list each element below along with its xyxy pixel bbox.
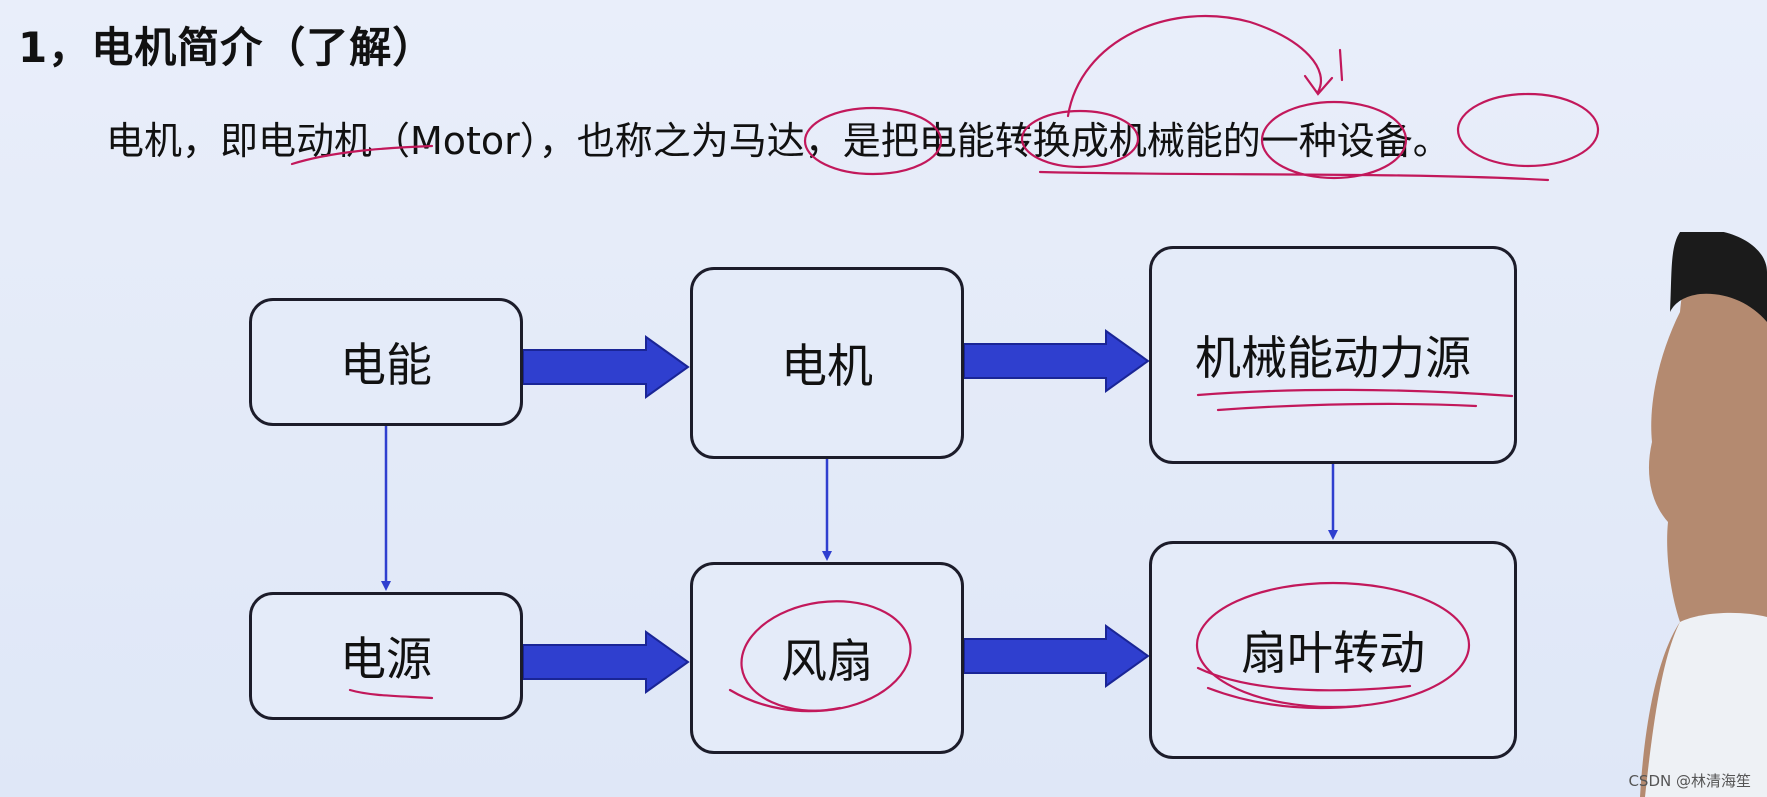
circle-shebei	[1456, 92, 1600, 168]
slide-title: 1，电机简介（了解）	[18, 23, 436, 72]
arrow-b4-b5	[522, 630, 690, 694]
arrow-b5-b6	[963, 624, 1150, 688]
node-power-supply: 电源	[249, 592, 523, 720]
node-mechanical-power-source: 机械能动力源	[1149, 246, 1517, 464]
presenter-image	[1640, 232, 1767, 797]
arrow-b2-b3	[963, 329, 1150, 393]
loop-arrow	[1066, 14, 1323, 118]
loop-arrow-head	[1303, 74, 1334, 96]
loop-arrow-tick	[1338, 48, 1344, 82]
node-electric-energy: 电能	[249, 298, 523, 426]
arrow-b1-b2	[522, 335, 690, 399]
underline-intro-right	[1038, 170, 1550, 182]
watermark: CSDN @林清海笙	[1628, 772, 1751, 790]
node-blade-rotation: 扇叶转动	[1149, 541, 1517, 759]
intro-text: 电机，即电动机（Motor），也称之为马达，是把电能转换成机械能的一种设备。	[106, 119, 1451, 163]
node-fan: 风扇	[690, 562, 964, 754]
node-motor: 电机	[690, 267, 964, 459]
